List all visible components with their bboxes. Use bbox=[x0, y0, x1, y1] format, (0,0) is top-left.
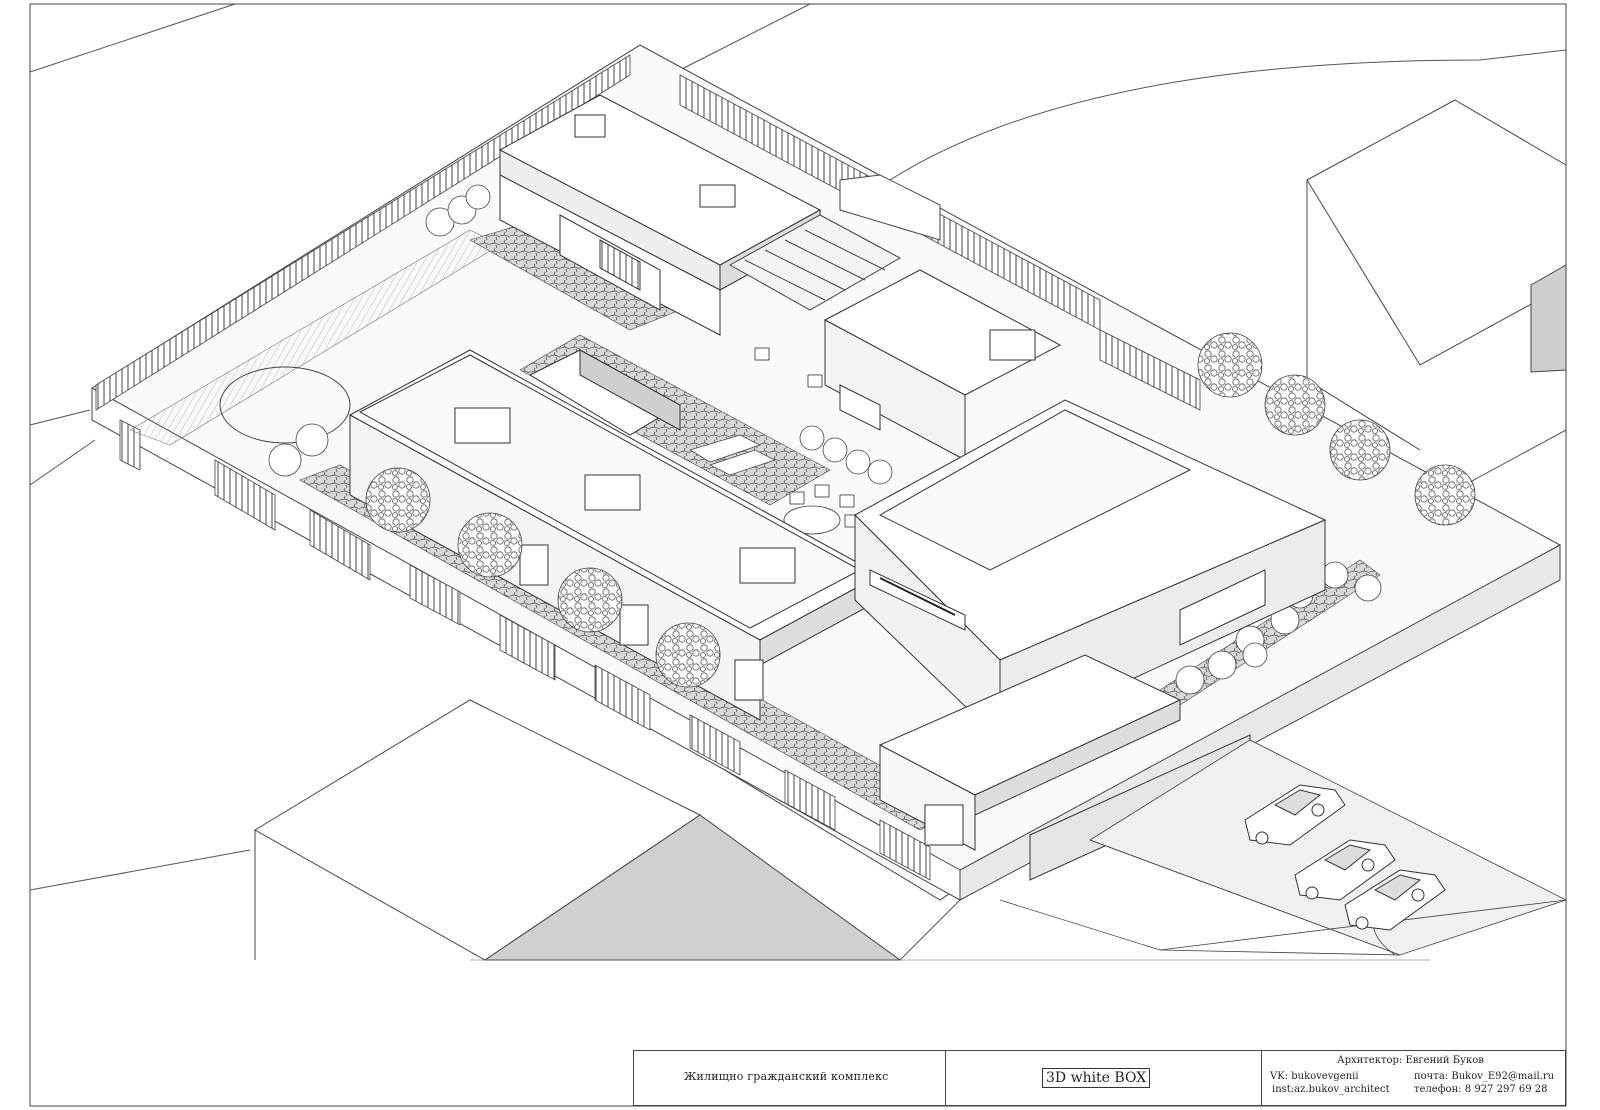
tree bbox=[1414, 464, 1476, 526]
tree bbox=[655, 622, 721, 688]
architect-name: Архитектор: Евгений Буков bbox=[1337, 1055, 1484, 1066]
email-contact: почта: Bukov_E92@mail.ru bbox=[1414, 1071, 1555, 1082]
tree bbox=[365, 467, 431, 533]
neighbour-building-right bbox=[1306, 99, 1567, 451]
title-block-author-cell: Архитектор: Евгений Буков VK: bukovevgen… bbox=[1262, 1051, 1565, 1105]
rooftop-box bbox=[574, 114, 606, 138]
building-main bbox=[348, 349, 882, 721]
title-block-project-cell: Жилищно гражданский комплекс bbox=[634, 1051, 946, 1105]
fence-left bbox=[95, 54, 931, 881]
car bbox=[1294, 839, 1396, 901]
pergola bbox=[728, 174, 941, 311]
car bbox=[1244, 784, 1346, 846]
tree bbox=[1264, 374, 1326, 436]
building-garage bbox=[878, 654, 1251, 881]
car bbox=[1344, 869, 1446, 931]
vk-contact: VK: bukovevgenii bbox=[1270, 1071, 1359, 1082]
phone-contact: телефон: 8 927 297 69 28 bbox=[1414, 1084, 1548, 1095]
rooftop-box bbox=[699, 184, 736, 208]
instagram-contact: inst:az.bukov_architect bbox=[1272, 1084, 1390, 1095]
title-block: Жилищно гражданский комплекс 3D white BO… bbox=[633, 1050, 1566, 1106]
tree bbox=[1329, 419, 1391, 481]
shrubs bbox=[268, 184, 1382, 695]
trees bbox=[365, 332, 1476, 688]
tree bbox=[557, 567, 623, 633]
tree bbox=[1197, 332, 1263, 398]
building-rear bbox=[498, 94, 822, 336]
parked-cars bbox=[1244, 784, 1446, 931]
tree bbox=[457, 512, 523, 578]
courtyard-planter bbox=[528, 349, 682, 436]
title-block-model-cell: 3D white BOX bbox=[946, 1051, 1262, 1105]
round-terrace bbox=[219, 366, 351, 444]
sheet-frame bbox=[29, 3, 1567, 1107]
sun-loungers bbox=[689, 434, 777, 476]
project-name: Жилищно гражданский комплекс bbox=[684, 1070, 889, 1083]
model-title: 3D white BOX bbox=[1042, 1068, 1151, 1088]
outdoor-seating bbox=[754, 347, 860, 535]
neighbour-building-left bbox=[254, 699, 902, 961]
building-middle bbox=[823, 269, 1062, 461]
